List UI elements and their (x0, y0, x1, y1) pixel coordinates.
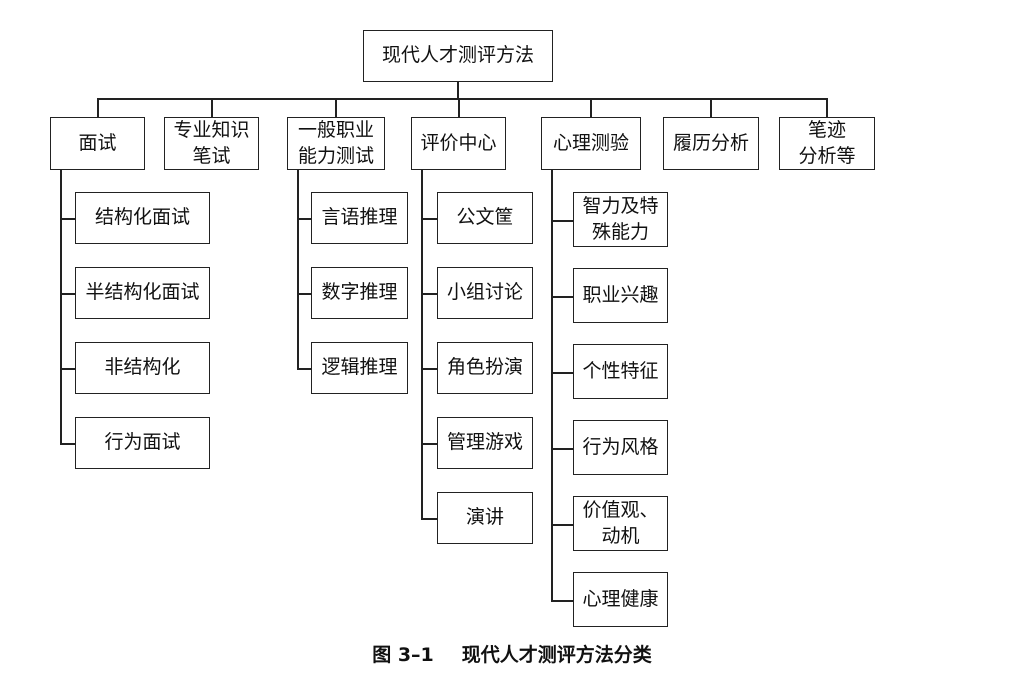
category-connector-line (826, 98, 828, 117)
child-spine-line (297, 170, 299, 369)
child-connector-line (60, 293, 75, 295)
child-connector-line (421, 368, 437, 370)
child-connector-line (421, 293, 437, 295)
child-node: 逻辑推理 (311, 342, 408, 394)
category-connector-line (457, 98, 460, 117)
category-connector-line (96, 98, 99, 117)
child-node: 非结构化 (75, 342, 210, 394)
figure-caption: 图 3–1 现代人才测评方法分类 (0, 640, 1024, 667)
child-spine-line (421, 170, 423, 519)
figure-number: 图 3–1 (372, 644, 434, 666)
child-connector-line (60, 218, 75, 220)
child-node: 结构化面试 (75, 192, 210, 244)
figure-title: 现代人才测评方法分类 (461, 644, 652, 666)
category-node: 评价中心 (411, 117, 506, 170)
child-connector-line (421, 443, 437, 445)
child-node: 公文筐 (437, 192, 533, 244)
category-connector-line (335, 98, 337, 117)
category-node: 面试 (50, 117, 145, 170)
child-node: 个性特征 (573, 344, 668, 399)
category-connector-line (590, 98, 592, 117)
category-node: 笔迹 分析等 (779, 117, 875, 170)
child-connector-line (60, 368, 75, 370)
child-connector-line (297, 368, 311, 370)
child-node: 智力及特 殊能力 (573, 192, 668, 247)
child-node: 半结构化面试 (75, 267, 210, 319)
category-connector-line (710, 98, 712, 117)
child-node: 心理健康 (573, 572, 668, 627)
child-connector-line (551, 219, 573, 222)
child-connector-line (60, 443, 75, 445)
child-connector-line (551, 295, 573, 298)
category-bus-line (97, 98, 827, 100)
child-node: 言语推理 (311, 192, 408, 244)
child-node: 数字推理 (311, 267, 408, 319)
category-node: 一般职业 能力测试 (287, 117, 385, 170)
category-connector-line (210, 98, 213, 117)
child-connector-line (421, 518, 437, 520)
category-node: 专业知识 笔试 (164, 117, 259, 170)
child-spine-line (551, 170, 553, 601)
child-node: 角色扮演 (437, 342, 533, 394)
child-node: 职业兴趣 (573, 268, 668, 323)
child-connector-line (551, 371, 573, 374)
category-node: 履历分析 (663, 117, 759, 170)
child-connector-line (297, 293, 311, 295)
child-connector-line (297, 218, 311, 220)
child-node: 管理游戏 (437, 417, 533, 469)
child-node: 演讲 (437, 492, 533, 544)
child-node: 行为风格 (573, 420, 668, 475)
child-node: 价值观、 动机 (573, 496, 668, 551)
root-node: 现代人才测评方法 (363, 30, 553, 82)
child-spine-line (60, 170, 62, 444)
child-node: 小组讨论 (437, 267, 533, 319)
child-connector-line (551, 523, 573, 526)
child-connector-line (551, 599, 573, 602)
root-stem-line (457, 82, 459, 99)
child-connector-line (421, 218, 437, 220)
category-node: 心理测验 (541, 117, 641, 170)
child-connector-line (551, 447, 573, 450)
child-node: 行为面试 (75, 417, 210, 469)
